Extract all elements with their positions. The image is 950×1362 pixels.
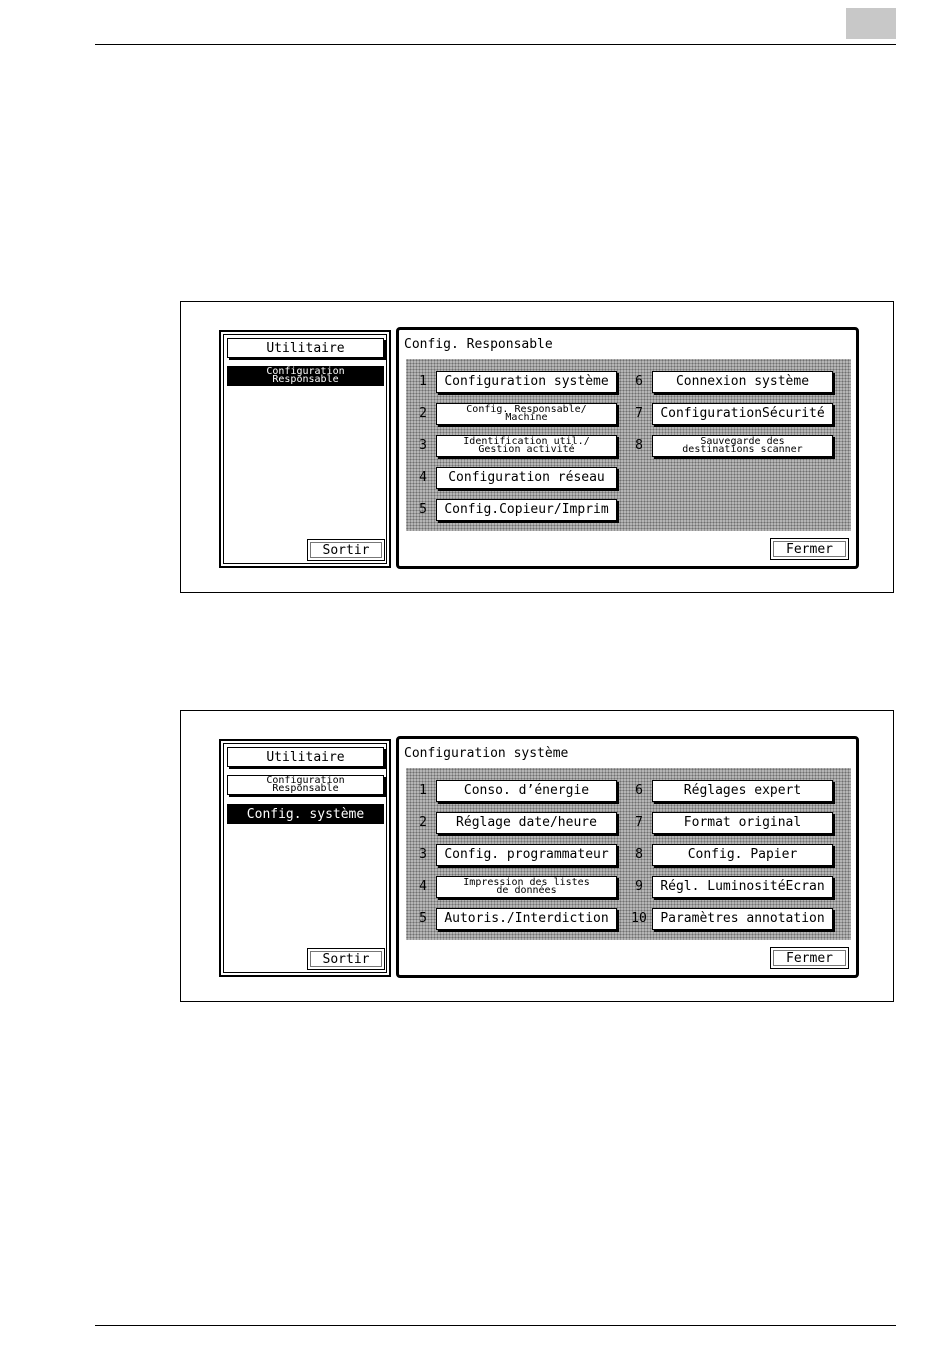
conso-energie-button[interactable]: Conso. d’énergie [436, 779, 617, 802]
utilitaire-button[interactable]: Utilitaire [227, 338, 384, 358]
menu-item-number: 5 [419, 911, 427, 926]
left-panel: Utilitaire Configuration Responsable Con… [219, 739, 391, 977]
menu-item-1[interactable]: 1 Conso. d’énergie [410, 779, 617, 802]
format-original-button[interactable]: Format original [652, 811, 833, 834]
configuration-systeme-button[interactable]: Configuration système [436, 370, 617, 393]
page-number-tab [846, 8, 896, 39]
menu-item-2[interactable]: 2 Config. Responsable/ Machine [410, 402, 617, 425]
menu-grid: 1 Conso. d’énergie 2 Réglage date/heure … [406, 768, 851, 940]
header-rule [95, 44, 896, 45]
autorisation-interdiction-button[interactable]: Autoris./Interdiction [436, 907, 617, 930]
menu-item-7[interactable]: 7 Format original [626, 811, 833, 834]
configuration-reseau-button[interactable]: Configuration réseau [436, 466, 617, 489]
parametres-annotation-button[interactable]: Paramètres annotation [652, 907, 833, 930]
menu-item-8[interactable]: 8 Sauvegarde des destinations scanner [626, 434, 833, 457]
menu-grid: 1 Configuration système 2 Config. Respon… [406, 359, 851, 531]
right-panel: Config. Responsable 1 Configuration syst… [396, 327, 859, 569]
right-panel: Configuration système 1 Conso. d’énergie… [396, 736, 859, 978]
menu-item-4[interactable]: 4 Impression des listes de données [410, 875, 617, 898]
menu-item-3[interactable]: 3 Config. programmateur [410, 843, 617, 866]
menu-item-number: 6 [635, 374, 643, 389]
menu-item-5[interactable]: 5 Autoris./Interdiction [410, 907, 617, 930]
sauvegarde-destinations-button[interactable]: Sauvegarde des destinations scanner [652, 434, 833, 457]
footer-rule [95, 1325, 896, 1326]
menu-item-5[interactable]: 5 Config.Copieur/Imprim [410, 498, 617, 521]
impression-listes-button[interactable]: Impression des listes de données [436, 875, 617, 898]
menu-item-7[interactable]: 7 ConfigurationSécurité [626, 402, 833, 425]
menu-item-number: 6 [635, 783, 643, 798]
config-responsable-button[interactable]: Configuration Responsable [227, 366, 384, 386]
menu-item-number: 3 [419, 438, 427, 453]
menu-item-number: 4 [419, 470, 427, 485]
menu-item-number: 1 [419, 374, 427, 389]
menu-item-number: 3 [419, 847, 427, 862]
menu-item-6[interactable]: 6 Réglages expert [626, 779, 833, 802]
menu-item-10[interactable]: 10 Paramètres annotation [626, 907, 833, 930]
identification-utilisateur-button[interactable]: Identification util./ Gestion activité [436, 434, 617, 457]
menu-item-6[interactable]: 6 Connexion système [626, 370, 833, 393]
menu-item-9[interactable]: 9 Régl. LuminositéEcran [626, 875, 833, 898]
config-responsable-machine-button[interactable]: Config. Responsable/ Machine [436, 402, 617, 425]
panel-title: Configuration système [404, 746, 569, 761]
sortir-button[interactable]: Sortir [307, 948, 385, 970]
sortir-button[interactable]: Sortir [307, 539, 385, 561]
config-responsable-button[interactable]: Configuration Responsable [227, 775, 384, 795]
reglages-expert-button[interactable]: Réglages expert [652, 779, 833, 802]
menu-item-8[interactable]: 8 Config. Papier [626, 843, 833, 866]
menu-item-3[interactable]: 3 Identification util./ Gestion activité [410, 434, 617, 457]
panel-title: Config. Responsable [404, 337, 553, 352]
menu-item-number: 10 [631, 911, 647, 926]
reglage-luminosite-ecran-button[interactable]: Régl. LuminositéEcran [652, 875, 833, 898]
config-copieur-imprim-button[interactable]: Config.Copieur/Imprim [436, 498, 617, 521]
config-programmateur-button[interactable]: Config. programmateur [436, 843, 617, 866]
connexion-systeme-button[interactable]: Connexion système [652, 370, 833, 393]
screenshot-configuration-systeme: Utilitaire Configuration Responsable Con… [180, 710, 894, 1002]
configuration-securite-button[interactable]: ConfigurationSécurité [652, 402, 833, 425]
config-systeme-button[interactable]: Config. système [227, 804, 384, 824]
menu-item-number: 2 [419, 815, 427, 830]
menu-item-1[interactable]: 1 Configuration système [410, 370, 617, 393]
menu-item-number: 4 [419, 879, 427, 894]
left-panel: Utilitaire Configuration Responsable Sor… [219, 330, 391, 568]
fermer-button[interactable]: Fermer [770, 538, 849, 560]
menu-item-number: 5 [419, 502, 427, 517]
config-papier-button[interactable]: Config. Papier [652, 843, 833, 866]
menu-item-number: 1 [419, 783, 427, 798]
menu-item-number: 8 [635, 438, 643, 453]
menu-item-number: 2 [419, 406, 427, 421]
utilitaire-button[interactable]: Utilitaire [227, 747, 384, 767]
fermer-button[interactable]: Fermer [770, 947, 849, 969]
menu-item-2[interactable]: 2 Réglage date/heure [410, 811, 617, 834]
menu-item-number: 7 [635, 406, 643, 421]
screenshot-config-responsable: Utilitaire Configuration Responsable Sor… [180, 301, 894, 593]
menu-item-number: 9 [635, 879, 643, 894]
menu-item-number: 7 [635, 815, 643, 830]
menu-item-number: 8 [635, 847, 643, 862]
menu-item-4[interactable]: 4 Configuration réseau [410, 466, 617, 489]
reglage-date-heure-button[interactable]: Réglage date/heure [436, 811, 617, 834]
